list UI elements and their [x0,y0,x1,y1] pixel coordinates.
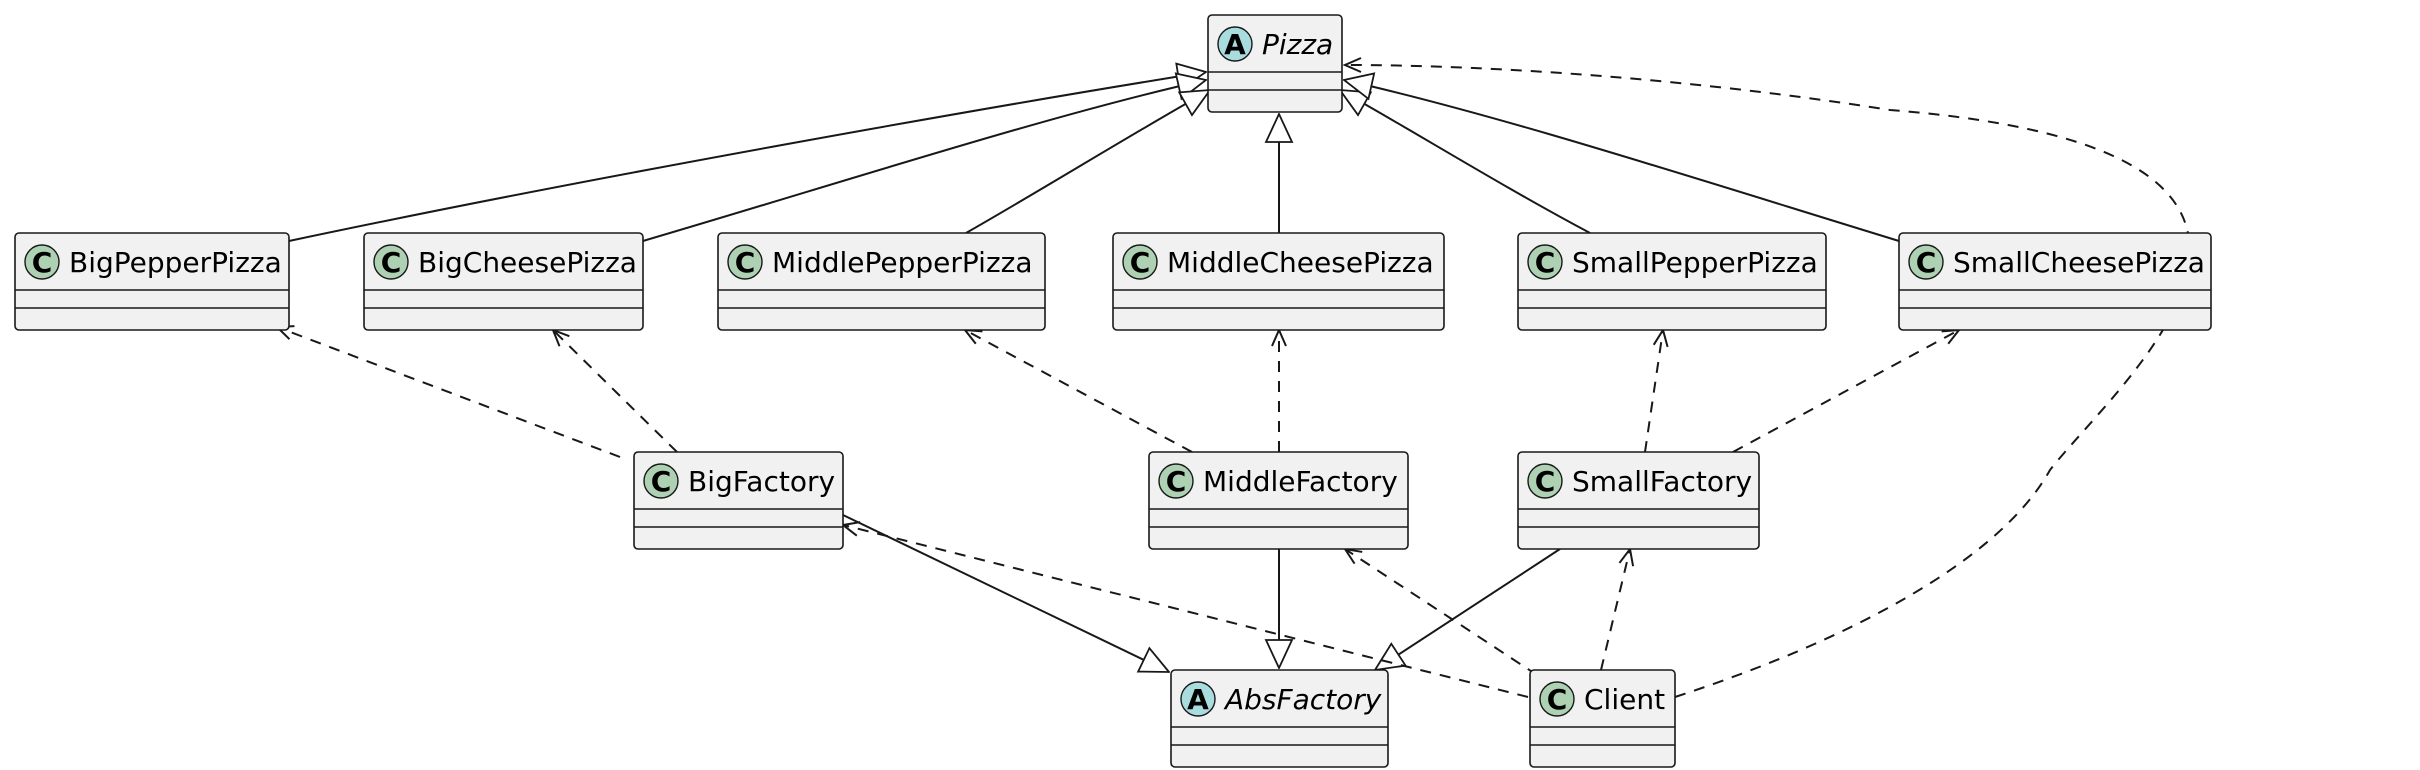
class-box-frame [1898,232,2212,331]
class-badge-icon [1158,463,1194,499]
edges-layer [277,65,2191,698]
edge-client-to-pizza [1345,65,2191,698]
class-box-frame [1148,451,1409,550]
class-name-label: SmallCheesePizza [1953,246,2205,279]
badge-letter: C [381,246,402,279]
class-box-frame [14,232,290,331]
class-badge-icon [1908,244,1944,280]
edge-bigfactory-to-bigcheese [553,330,678,453]
class-badge-icon [727,244,763,280]
class-name-label: BigPepperPizza [69,246,282,279]
edge-smallfactory-to-smallcheese [1732,330,1959,453]
class-box-frame [363,232,644,331]
edge-client-to-smallfactory [1600,549,1630,671]
class-box-smallfactory[interactable]: C SmallFactory [1517,451,1760,550]
edge-bigfactory-to-bigpepper [277,327,621,458]
edge-client-to-middlefactory [1345,549,1538,676]
abstract-badge-icon [1217,26,1253,62]
badge-letter: C [735,246,756,279]
class-badge-icon [1527,244,1563,280]
class-box-frame [1170,669,1389,768]
badge-letter: A [1224,28,1246,61]
class-box-middlecheese[interactable]: C MiddleCheesePizza [1112,232,1445,331]
class-box-bigpepper[interactable]: C BigPepperPizza [14,232,290,331]
badge-letter: C [1166,465,1187,498]
edge-smallpepper-to-pizza [1340,90,1591,234]
class-badge-icon [643,463,679,499]
class-name-label: AbsFactory [1223,683,1382,716]
class-name-label: BigCheesePizza [418,246,637,279]
class-box-middlepepper[interactable]: C MiddlePepperPizza [717,232,1046,331]
edge-smallfactory-to-absfactory [1375,548,1561,670]
edge-bigfactory-to-absfactory [842,514,1169,672]
edge-smallfactory-to-smallpepper [1644,330,1663,453]
edge-client-to-bigfactory [843,525,1529,698]
class-box-smallpepper[interactable]: C SmallPepperPizza [1517,232,1827,331]
class-name-label: SmallPepperPizza [1572,246,1818,279]
class-badge-icon [1539,681,1575,717]
edge-middlefactory-to-middlepepper [965,330,1193,453]
class-box-bigcheese[interactable]: C BigCheesePizza [363,232,644,331]
badge-letter: C [1547,683,1568,716]
class-box-frame [1517,451,1760,550]
badge-letter: C [1535,246,1556,279]
class-box-pizza[interactable]: A Pizza [1207,14,1343,113]
class-name-label: Client [1584,683,1665,716]
class-box-frame [1517,232,1827,331]
class-box-frame [633,451,844,550]
class-name-label: MiddleCheesePizza [1167,246,1434,279]
class-box-client[interactable]: C Client [1529,669,1676,768]
class-box-smallcheese[interactable]: C SmallCheesePizza [1898,232,2212,331]
class-box-frame [1112,232,1445,331]
class-box-frame [717,232,1046,331]
class-name-label: Pizza [1262,28,1333,61]
class-name-label: MiddlePepperPizza [772,246,1033,279]
badge-letter: C [1130,246,1151,279]
edge-smallcheese-to-pizza [1344,80,1900,242]
class-box-middlefactory[interactable]: C MiddleFactory [1148,451,1409,550]
badge-letter: A [1187,683,1209,716]
edge-middlepepper-to-pizza [965,90,1210,234]
edge-bigcheese-to-pizza [642,80,1206,242]
class-name-label: SmallFactory [1572,465,1752,498]
class-name-label: BigFactory [688,465,835,498]
edge-bigpepper-to-pizza [288,72,1206,242]
badge-letter: C [1916,246,1937,279]
class-badge-icon [24,244,60,280]
class-box-bigfactory[interactable]: C BigFactory [633,451,844,550]
class-badge-icon [373,244,409,280]
class-box-absfactory[interactable]: A AbsFactory [1170,669,1389,768]
class-badge-icon [1122,244,1158,280]
badge-letter: C [32,246,53,279]
badge-letter: C [1535,465,1556,498]
class-badge-icon [1527,463,1563,499]
badge-letter: C [651,465,672,498]
class-name-label: MiddleFactory [1203,465,1398,498]
abstract-badge-icon [1180,681,1216,717]
